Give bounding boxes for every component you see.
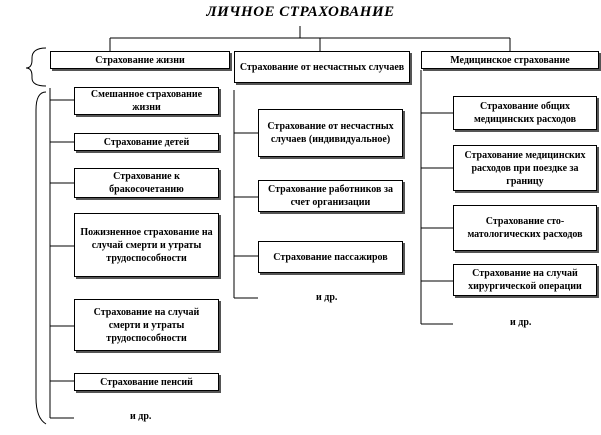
item-individual-accident-insurance: Страхование от несчастных случаев (индив… — [258, 109, 403, 157]
category-life-insurance: Страхование жизни — [50, 51, 230, 69]
item-passenger-insurance: Страхование пассажиров — [258, 241, 403, 273]
category-medical-insurance: Медицинское страхование — [421, 51, 599, 69]
item-general-medical-insurance: Страхование общих медицинских расходов — [453, 96, 597, 130]
life-insurance-etc: и др. — [130, 411, 152, 422]
item-surgery-insurance: Страхование на случай хирургической опер… — [453, 264, 597, 296]
item-pension-insurance: Страхование пенсий — [74, 373, 219, 391]
item-dental-insurance: Страхование сто-матологических расходов — [453, 205, 597, 251]
accident-insurance-etc: и др. — [316, 292, 338, 303]
diagram-title: ЛИЧНОЕ СТРАХОВАНИЕ — [206, 4, 395, 20]
item-employee-insurance: Страхование работников за счет организац… — [258, 180, 403, 212]
category-accident-insurance: Страхование от несчастных случаев — [234, 51, 410, 83]
item-marriage-insurance: Страхование к бракосочетанию — [74, 168, 219, 198]
item-lifetime-insurance: Пожизненное страхование на случай смерти… — [74, 213, 219, 277]
item-children-insurance: Страхование детей — [74, 133, 219, 151]
item-travel-medical-insurance: Страхование медицинских расходов при пое… — [453, 145, 597, 191]
item-death-disability-insurance: Страхование на случай смерти и утраты тр… — [74, 299, 219, 351]
medical-insurance-etc: и др. — [510, 317, 532, 328]
item-mixed-life-insurance: Смешанное страхование жизни — [74, 87, 219, 115]
